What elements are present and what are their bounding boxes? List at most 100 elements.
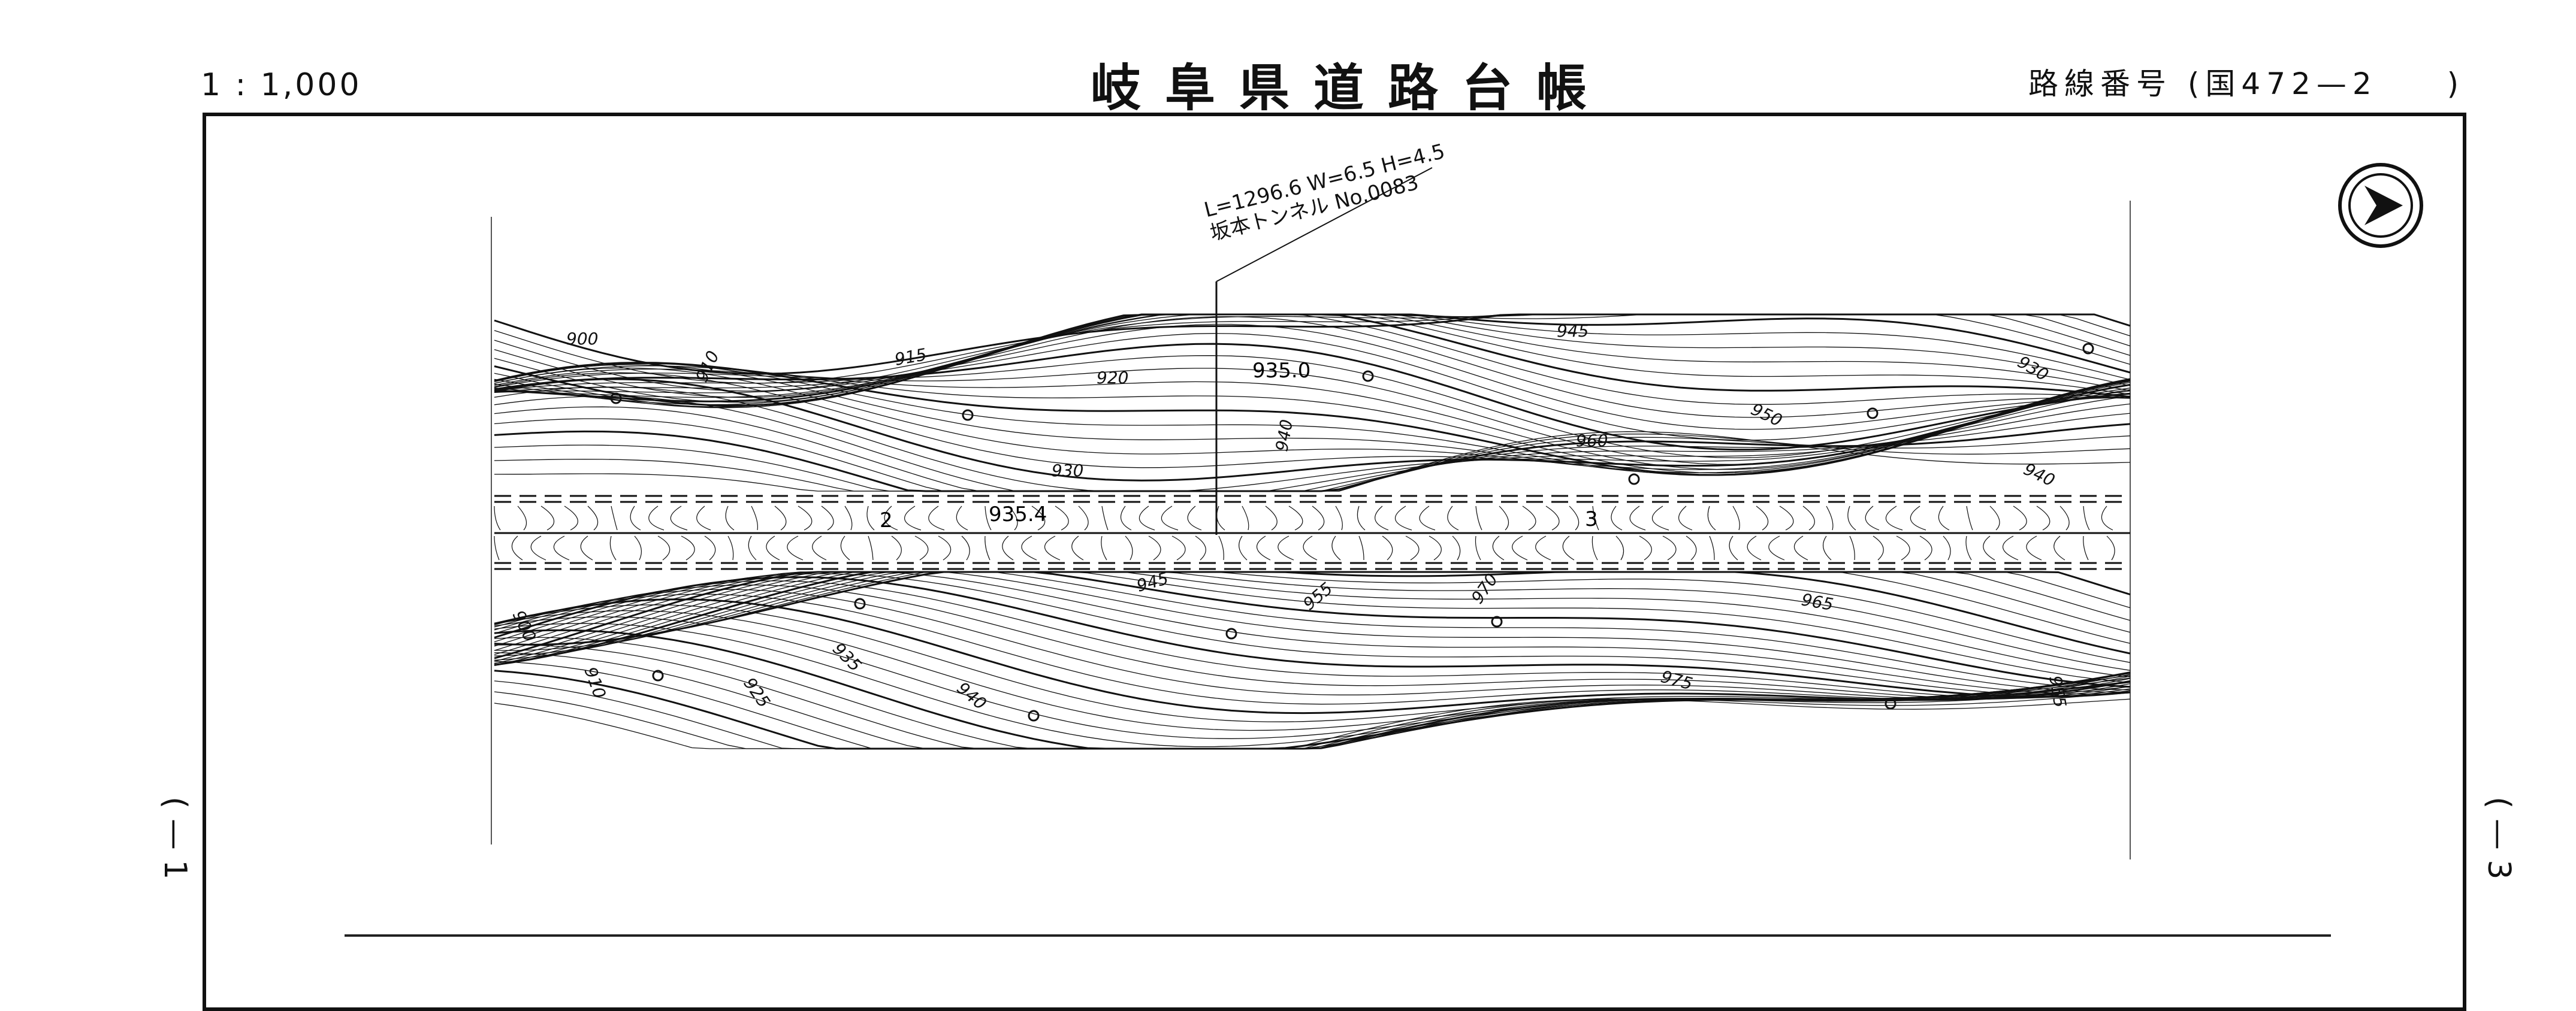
contour-line	[1826, 506, 1834, 531]
contour-line	[1793, 535, 1808, 561]
spot-marker	[1491, 616, 1503, 628]
contour-line	[985, 506, 992, 531]
contour-line	[1522, 506, 1536, 531]
contour-line	[1021, 535, 1037, 561]
contour-line	[1910, 506, 1926, 531]
contour-line	[748, 535, 757, 561]
contour-line	[985, 535, 990, 561]
contour-line	[1171, 535, 1186, 561]
contour-line	[494, 571, 2131, 667]
contour-line	[1335, 506, 1343, 531]
contour-line	[2101, 506, 2113, 531]
contour-line	[494, 386, 2131, 492]
contour-line	[2013, 506, 2027, 531]
contour-line	[1849, 535, 1855, 561]
contour-line	[1943, 535, 1951, 561]
contour-line	[1419, 506, 1436, 531]
contour-label-930-right: 930	[2015, 352, 2052, 385]
contour-line	[844, 506, 853, 531]
contour-line	[1707, 506, 1716, 531]
contour-line	[884, 506, 898, 531]
contour-line	[1447, 506, 1459, 531]
contour-line	[494, 698, 2131, 749]
contour-label-955-right: 955	[2045, 674, 2070, 709]
contour-line	[494, 314, 2131, 405]
contour-label-915: 915	[893, 344, 928, 370]
contour-label-900-lower: 900	[509, 607, 540, 644]
contour-line	[725, 506, 735, 531]
contour-line	[1265, 506, 1278, 531]
tunnel-leader-diagonal	[1216, 167, 1433, 282]
contour-line	[1545, 506, 1560, 531]
spot-marker	[652, 670, 664, 682]
contour-line	[530, 535, 546, 561]
contour-line	[494, 362, 2131, 476]
sheet-mark-right: ( — 3	[2481, 797, 2517, 880]
contour-line	[494, 571, 2131, 671]
contour-line	[704, 535, 716, 561]
contour-line	[494, 571, 2131, 666]
contour-line	[821, 506, 834, 531]
contour-line	[2036, 506, 2050, 531]
contour-line	[1429, 535, 1442, 561]
contour-line	[891, 535, 902, 561]
map-mark-3: 3	[1585, 507, 1598, 531]
contour-line	[494, 314, 2131, 403]
contour-line	[1499, 506, 1509, 531]
contour-line	[1535, 535, 1551, 561]
contour-line	[766, 535, 780, 561]
contour-line	[1055, 506, 1069, 531]
route-number-value: (国472—2	[2187, 66, 2378, 101]
spot-marker	[610, 392, 622, 404]
contour-line	[1747, 535, 1762, 561]
contour-line	[494, 413, 2131, 492]
contour-line	[961, 535, 970, 561]
contour-line	[1125, 535, 1133, 561]
contour-line	[1475, 506, 1482, 531]
contour-line	[564, 506, 578, 531]
contour-line	[956, 506, 968, 531]
contour-line	[511, 535, 523, 561]
spot-marker	[1225, 628, 1237, 640]
contour-line	[1512, 535, 1528, 561]
contour-line	[1031, 506, 1046, 531]
contour-line	[1966, 506, 1973, 531]
contour-line	[2106, 535, 2115, 561]
contour-line	[1256, 535, 1271, 561]
spot-markers	[610, 343, 2094, 722]
contour-label-935: 935	[829, 639, 865, 676]
contour-line	[494, 367, 2131, 473]
contour-line	[1148, 535, 1161, 561]
spot-marker	[1362, 370, 1374, 382]
contour-line	[630, 506, 641, 531]
contour-line	[517, 506, 527, 531]
contour-line	[1709, 535, 1715, 561]
contour-line	[634, 535, 642, 561]
contour-line	[540, 506, 555, 531]
contour-line	[494, 670, 2131, 750]
road	[494, 167, 2130, 570]
contour-line	[1002, 535, 1014, 561]
contour-line	[494, 365, 2131, 470]
contour-line	[1242, 506, 1249, 531]
contour-line	[1865, 506, 1880, 531]
contour-line	[1686, 535, 1697, 561]
contour-line	[1161, 506, 1179, 531]
spot-marker	[854, 598, 866, 610]
contour-line	[494, 323, 2131, 430]
contour-line	[1187, 506, 1202, 531]
contour-line	[1732, 506, 1740, 531]
contour-line	[840, 535, 850, 561]
contour-line	[2002, 535, 2019, 561]
north-arrow-icon	[2338, 163, 2423, 248]
contour-line	[1591, 535, 1598, 561]
spot-marker	[962, 409, 974, 421]
contour-line	[787, 535, 804, 561]
contour-line	[1120, 506, 1132, 531]
contour-line	[696, 506, 711, 531]
contour-line	[1629, 506, 1646, 531]
contour-line	[866, 506, 875, 531]
contour-line	[1615, 535, 1624, 561]
contour-line	[1452, 535, 1461, 561]
contour-line	[1802, 506, 1815, 531]
